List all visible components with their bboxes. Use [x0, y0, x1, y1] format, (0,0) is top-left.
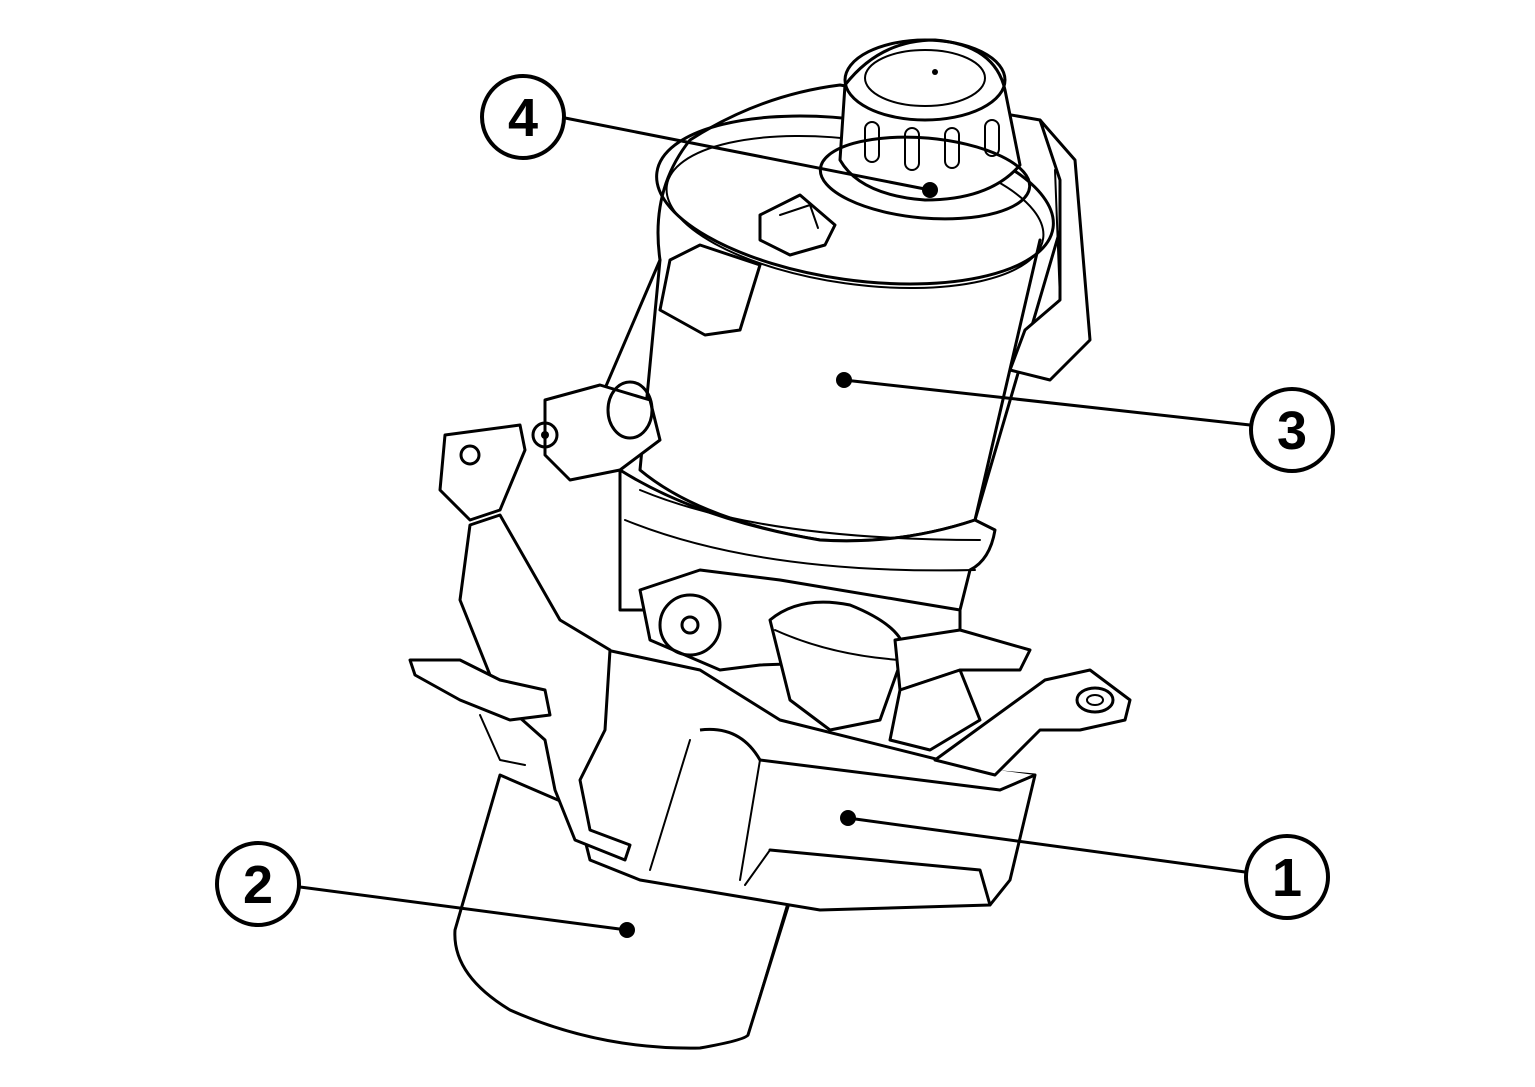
leader-line-4: [559, 115, 931, 192]
callout-3: 3: [1249, 387, 1335, 473]
leader-dot-3: [836, 372, 852, 388]
control-unit-housing: [558, 638, 1037, 912]
leader-dot-1: [840, 810, 856, 826]
leader-dots: [619, 182, 938, 938]
callout-2: 2: [215, 841, 301, 927]
hose-clip: [658, 193, 837, 337]
callout-label-4: 4: [508, 88, 538, 148]
leader-line-3: [843, 378, 1251, 427]
callout-label-3: 3: [1277, 401, 1307, 461]
callout-4: 4: [480, 74, 566, 160]
leader-line-2: [299, 885, 628, 932]
callout-1: 1: [1244, 834, 1330, 920]
cap-grip-ridges: [864, 119, 1000, 171]
right-mounting-bracket: [933, 668, 1132, 777]
callout-label-1: 1: [1272, 848, 1302, 908]
callout-label-2: 2: [243, 855, 273, 915]
filler-cap: [818, 38, 1032, 221]
side-bracket-right: [1008, 118, 1092, 382]
left-upper-bracket: [438, 380, 662, 522]
leader-line-1: [847, 816, 1246, 874]
motor-lower-cylinder: [453, 773, 792, 1050]
leader-dot-2: [619, 922, 635, 938]
left-strap-bracket: [408, 513, 632, 862]
leader-dot-4: [922, 182, 938, 198]
leader-lines: [299, 115, 1251, 932]
outlet-fitting: [768, 600, 1032, 752]
